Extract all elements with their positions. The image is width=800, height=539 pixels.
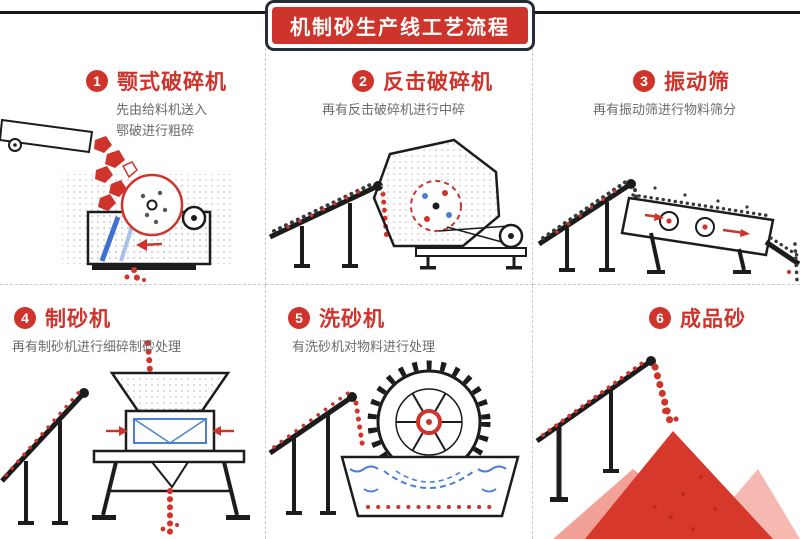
- step-5-title: 洗砂机: [319, 308, 385, 331]
- sand-piles-illustration: [535, 356, 800, 539]
- panel-vibrating-screen: 3 振动筛 再有振动筛进行物料筛分: [533, 48, 800, 285]
- panel-finished-sand: 6 成品砂: [533, 285, 800, 539]
- step-5-description: 有洗砂机对物料进行处理: [292, 339, 436, 354]
- step-2-header: 2 反击破碎机: [352, 66, 493, 96]
- step-4-header: 4 制砂机: [14, 303, 111, 333]
- panel-impact-crusher: 2 反击破碎机 再有反击破碎机进行中碎: [266, 48, 533, 285]
- step-3-title: 振动筛: [664, 71, 730, 94]
- step-6-header: 6 成品砂: [649, 303, 746, 333]
- page-title-box: 机制砂生产线工艺流程: [265, 0, 535, 51]
- step-1-title: 颚式破碎机: [117, 71, 227, 94]
- step-1-number-badge: 1: [86, 70, 108, 92]
- jaw-crusher-illustration: [0, 118, 232, 284]
- panel-sand-washer: 5 洗砂机 有洗砂机对物料进行处理: [266, 285, 533, 539]
- step-4-description: 再有制砂机进行细碎制砂处理: [12, 339, 182, 354]
- step-4-number-badge: 4: [14, 307, 36, 329]
- panel-jaw-crusher: 1 颚式破碎机 先由给料机送入 鄂破进行粗碎: [0, 48, 266, 285]
- step-1-header: 1 颚式破碎机: [86, 66, 227, 96]
- sand-maker-illustration: [0, 340, 250, 538]
- step-3-header: 3 振动筛: [633, 66, 730, 96]
- page-title: 机制砂生产线工艺流程: [272, 7, 528, 44]
- impact-crusher-illustration: [268, 138, 527, 270]
- vibrating-screen-illustration: [537, 179, 800, 282]
- step-5-number-badge: 5: [288, 307, 310, 329]
- sand-washer-illustration: [268, 360, 520, 518]
- step-3-number-badge: 3: [633, 70, 655, 92]
- step-2-number-badge: 2: [352, 70, 374, 92]
- step-2-description: 再有反击破碎机进行中碎: [322, 102, 466, 117]
- step-3-description: 再有振动筛进行物料筛分: [593, 102, 737, 117]
- steps-grid: 1 颚式破碎机 先由给料机送入 鄂破进行粗碎: [0, 48, 800, 539]
- step-5-header: 5 洗砂机: [288, 303, 385, 333]
- step-4-title: 制砂机: [45, 308, 111, 331]
- step-1-description: 先由给料机送入 鄂破进行粗碎: [116, 102, 208, 138]
- step-6-number-badge: 6: [649, 307, 671, 329]
- step-6-title: 成品砂: [680, 308, 746, 331]
- panel-sand-maker: 4 制砂机 再有制砂机进行细碎制砂处理: [0, 285, 266, 539]
- step-2-title: 反击破碎机: [383, 71, 493, 94]
